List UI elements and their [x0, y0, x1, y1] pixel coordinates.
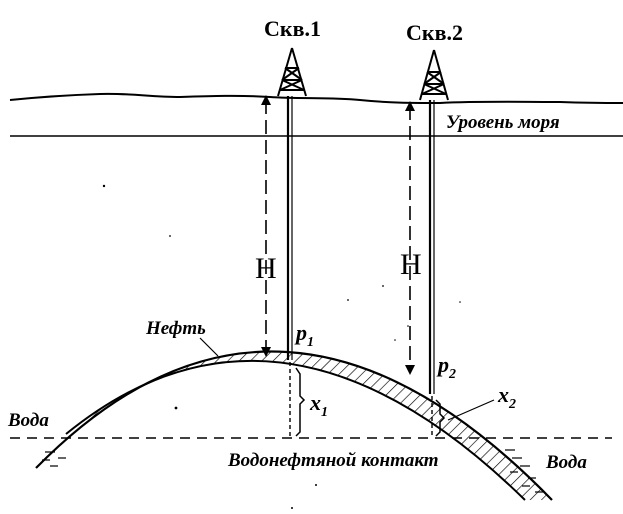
- well-2-label: Скв.2: [406, 20, 463, 45]
- oil-leader-line: [199, 337, 219, 357]
- well-2-brace-icon: [435, 399, 446, 437]
- oil-label: Нефть: [145, 318, 206, 339]
- pressure-1-subscript: 1: [307, 335, 314, 350]
- well-2-depth-label: H: [400, 248, 422, 281]
- pressure-2-subscript: 2: [448, 367, 456, 382]
- scan-specks: [102, 184, 461, 509]
- x2-label: x2: [497, 382, 516, 412]
- water-dash-marks: [42, 449, 543, 493]
- well-2: [405, 49, 495, 438]
- well-1-label: Скв.1: [264, 16, 321, 41]
- ground-surface-line: [9, 92, 623, 105]
- contact-label: Водонефтяной контакт: [227, 450, 439, 471]
- x2-subscript: 2: [508, 397, 516, 412]
- pressure-2-label: p2: [436, 352, 456, 382]
- x1-subscript: 1: [321, 405, 328, 420]
- well-1-depth-label: H: [255, 252, 277, 285]
- x2-leader-line: [447, 399, 495, 421]
- water-right-label: Вода: [545, 452, 587, 473]
- sea-level-label: Уровень моря: [446, 112, 560, 133]
- derrick-2-icon: [419, 49, 449, 101]
- well-1: [261, 47, 307, 438]
- well-1-brace-icon: [295, 367, 306, 437]
- pressure-1-label: p1: [294, 320, 314, 350]
- water-left-label: Вода: [7, 410, 49, 431]
- derrick-1-icon: [277, 47, 307, 97]
- x1-label: x1: [309, 390, 328, 420]
